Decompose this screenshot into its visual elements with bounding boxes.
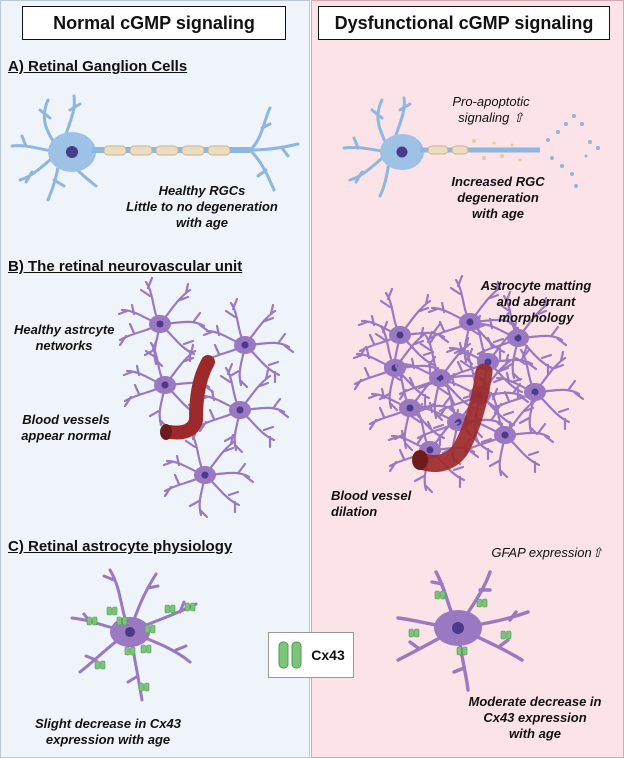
caption-gfap: GFAP expression⇧ bbox=[491, 545, 603, 560]
degenerating-rgc-icon bbox=[342, 96, 600, 198]
caption-slight-decrease: Slight decrease in Cx43 expression with … bbox=[35, 716, 181, 747]
caption-blood-dilation: Blood vessel dilation bbox=[331, 488, 412, 519]
cx43-channel-icon bbox=[278, 641, 302, 669]
caption-pro-apoptotic: Pro-apoptotic signaling ⇧ bbox=[452, 94, 530, 125]
header-normal: Normal cGMP signaling bbox=[22, 6, 286, 40]
section-c-heading: C) Retinal astrocyte physiology bbox=[8, 538, 233, 555]
section-b-heading: B) The retinal neurovascular unit bbox=[8, 258, 243, 275]
astrocyte-cx43-reduced-icon bbox=[396, 570, 530, 692]
cx43-legend: Cx43 bbox=[268, 632, 354, 678]
aberrant-astrocyte-matting-icon bbox=[352, 274, 585, 494]
caption-blood-normal: Blood vessels appear normal bbox=[21, 412, 111, 443]
astrocyte-cx43-normal-icon bbox=[70, 568, 198, 702]
caption-healthy-astrocytes: Healthy astrcyte networks bbox=[14, 322, 115, 353]
section-a-heading: A) Retinal Ganglion Cells bbox=[8, 58, 188, 75]
caption-healthy-rgcs: Healthy RGCs Little to no degeneration w… bbox=[126, 183, 278, 230]
caption-moderate-decrease: Moderate decrease in Cx43 expression wit… bbox=[468, 694, 602, 741]
healthy-astrocyte-network-icon bbox=[117, 276, 295, 519]
caption-astrocyte-matting: Astrocyte matting and aberrant morpholog… bbox=[480, 278, 592, 325]
cx43-legend-label: Cx43 bbox=[311, 647, 345, 663]
header-dysfunctional: Dysfunctional cGMP signaling bbox=[318, 6, 610, 40]
caption-increased-rgc: Increased RGC degeneration with age bbox=[451, 174, 545, 221]
healthy-rgc-icon bbox=[10, 94, 300, 202]
